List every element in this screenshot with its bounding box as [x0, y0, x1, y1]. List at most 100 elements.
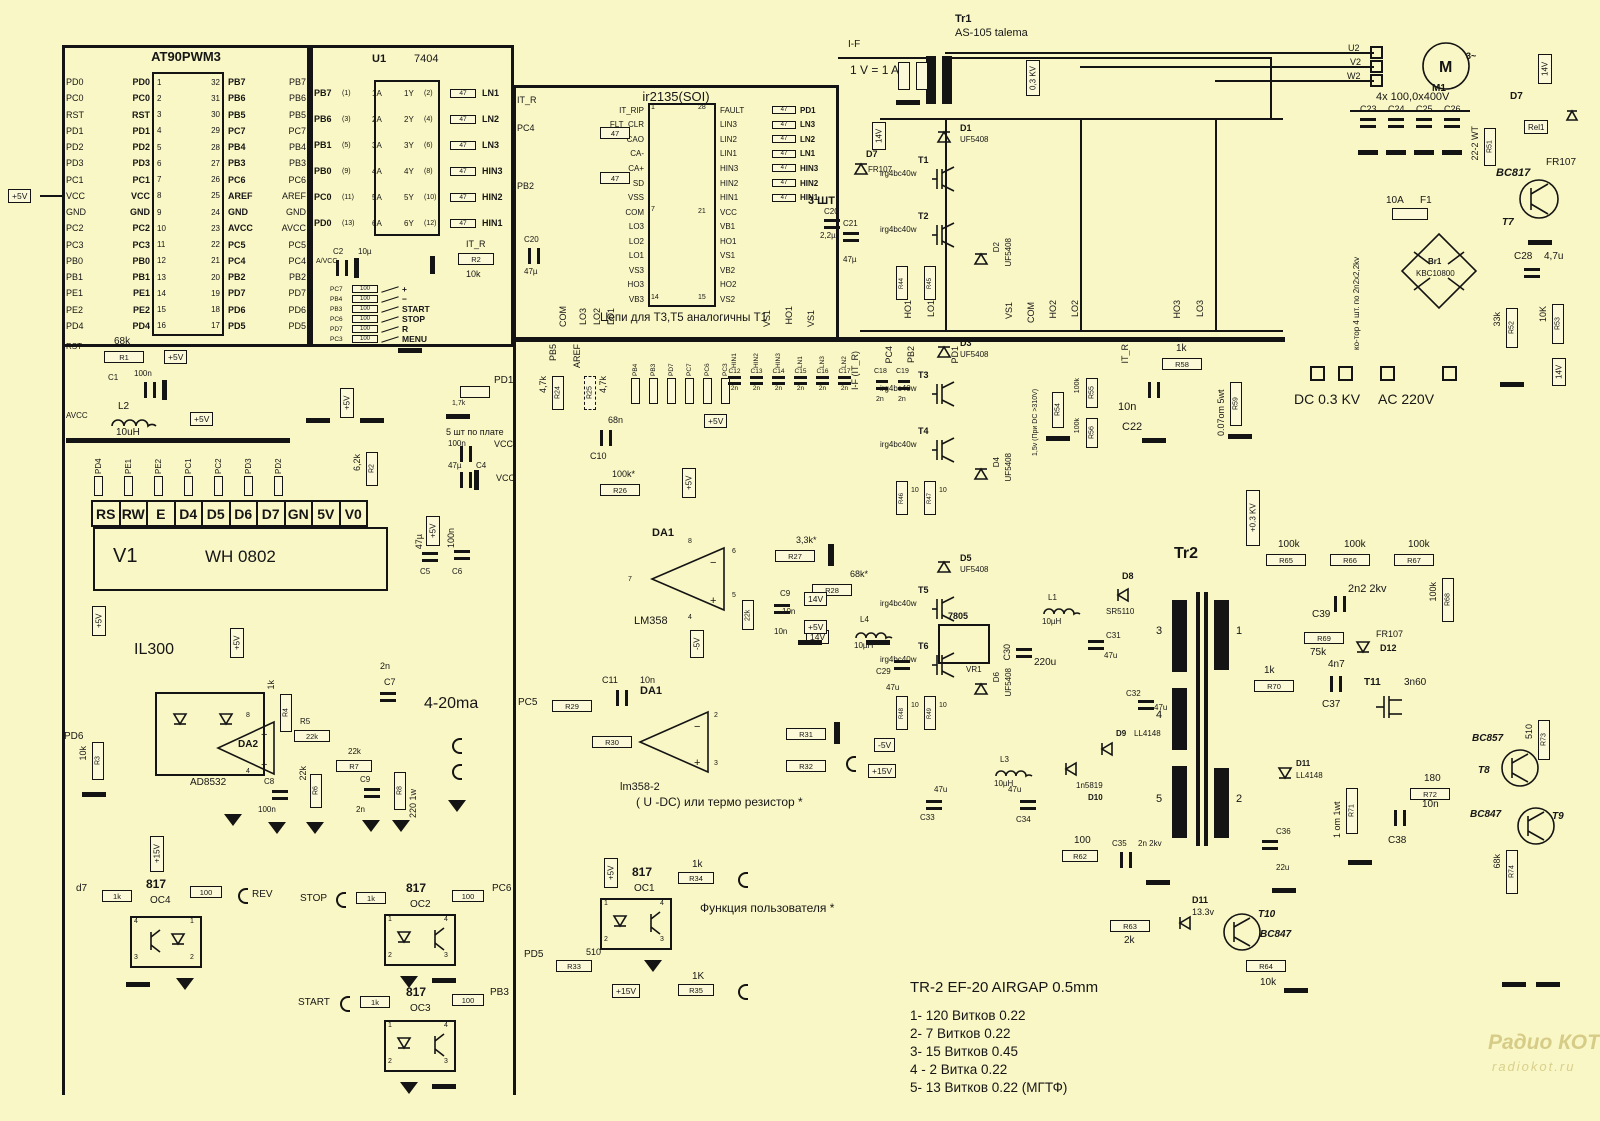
- oc1-body: [600, 898, 672, 950]
- relay-rel1: Rel1: [1524, 120, 1549, 134]
- key-resistor: 100: [352, 295, 378, 303]
- lcd-pin-cell: RW: [118, 500, 148, 527]
- pd6-label: PD6: [64, 731, 84, 742]
- key-resistor: 100: [352, 325, 378, 333]
- resistor-r67: R67: [1394, 554, 1434, 566]
- mosfet-t11-icon: [1376, 696, 1402, 718]
- gate-y: 6Y: [404, 218, 414, 228]
- cap-value: 2n: [840, 385, 849, 392]
- c4-label: C4: [476, 461, 487, 470]
- filter-caps: HIN1 C12 2n HIN2 C13 2n HIN3 C14 2n LN1 …: [728, 344, 851, 408]
- resistor-r68: R68: [1442, 578, 1454, 622]
- pin-signal: GND: [286, 207, 306, 218]
- c5-value: 47µ: [414, 534, 424, 550]
- pin3: 3: [134, 954, 138, 961]
- pin-signal: PC1: [66, 174, 84, 185]
- led-icon: [396, 931, 412, 944]
- wire-lcd-bus: [66, 438, 290, 443]
- gate-input: PB7: [314, 88, 332, 98]
- resistor-22k: 22k: [742, 600, 754, 630]
- pd1-label: PD1: [494, 375, 514, 386]
- vr-part: 7805: [948, 611, 969, 621]
- pin-number: 20: [211, 272, 220, 282]
- ground: [1502, 982, 1526, 987]
- terminal: [1442, 366, 1457, 381]
- board-caps-note: 5 шт по плате: [446, 427, 504, 437]
- pin-row: CA-: [552, 147, 644, 162]
- ground-triangle: [392, 820, 410, 832]
- zener-value: 13.3v: [1192, 907, 1215, 917]
- pin-number: 27: [211, 158, 220, 168]
- capacitor-c19: [898, 380, 910, 390]
- igbt-part: irg4bc40w: [880, 440, 917, 449]
- c6-value: 100n: [446, 528, 456, 549]
- cap-signal: LN1: [797, 356, 804, 368]
- pin-signal: PE1: [132, 288, 150, 299]
- gate-input: PB0: [314, 166, 332, 176]
- pin2: 2: [388, 1058, 392, 1065]
- plus5v-tag: +5V: [230, 628, 244, 658]
- gate-output-pin: (12): [424, 219, 437, 227]
- cap-value: 2n: [818, 385, 827, 392]
- t9-ref: T9: [1552, 811, 1564, 822]
- pin-number: 16: [157, 321, 166, 331]
- pin-signal: PC6: [288, 174, 306, 185]
- pin-signal: PC4: [288, 255, 306, 266]
- winding-spec: 2- 7 Витков 0.22: [910, 1026, 1011, 1041]
- c21-value: 47µ: [843, 255, 857, 264]
- plus5v-tag: +5V: [164, 350, 188, 364]
- oc3-input: START: [298, 997, 330, 1008]
- r25-value: 4,7k: [598, 376, 608, 394]
- cap-signal: HIN2: [753, 353, 760, 368]
- lcd-pin-cell: RS: [91, 500, 121, 527]
- pin-number: 21: [211, 256, 220, 266]
- t8-ref: T8: [1478, 765, 1490, 776]
- pin-signal: PC5: [288, 239, 306, 250]
- pin-signal: PC0: [132, 93, 150, 104]
- key-signal: PC7: [330, 285, 343, 293]
- itr-label: IT_R: [466, 239, 486, 249]
- pin-row: HO1: [720, 234, 770, 249]
- ho1-label: HO1: [903, 300, 913, 319]
- gate-input-pin: (1): [342, 89, 351, 97]
- pin-row: VCC: [720, 205, 770, 220]
- pin-row: VB1: [720, 219, 770, 234]
- pin-signal: CA+: [628, 163, 644, 173]
- driver-note: Цепи для Т3,Т5 аналогичны Т1: [600, 312, 768, 324]
- motor-icon: M: [1422, 42, 1470, 90]
- pin2: 2: [604, 936, 608, 943]
- u1-outputs: 47 LN1 47 LN2 47 LN3 47 HIN3 47 HIN2 47 …: [450, 80, 503, 236]
- r73-value: 510: [1524, 724, 1534, 740]
- ground: [1228, 434, 1252, 439]
- pin-signal: PB7: [228, 77, 246, 88]
- series-resistor: 47: [450, 192, 476, 202]
- series-resistor: 47: [450, 218, 476, 228]
- c32-value: 47u: [1154, 703, 1168, 712]
- pin4: 4: [444, 916, 448, 923]
- signal-label: PD4: [94, 458, 103, 474]
- gate-output-pin: (4): [424, 115, 433, 123]
- r28-value: 68k*: [850, 569, 869, 579]
- r34-value: 1k: [692, 859, 703, 870]
- cap-ref: C24: [1388, 104, 1405, 114]
- gate-input: PB6: [314, 114, 332, 124]
- gate-input-pin: (11): [342, 193, 354, 201]
- pin-signal: GND: [66, 207, 86, 218]
- svg-text:−: −: [261, 729, 267, 741]
- l1-value: 10µH: [1042, 617, 1062, 626]
- pin-signal: HO2: [720, 280, 737, 290]
- wire: [952, 57, 1272, 59]
- winding-spec: 1- 120 Витков 0.22: [910, 1008, 1026, 1023]
- r66-value: 100k: [1344, 539, 1366, 550]
- resistor-r2-lcd: R2: [366, 452, 378, 486]
- winding3-label: 3: [1156, 625, 1163, 637]
- c19-value: 2n: [898, 396, 906, 403]
- pin-signal: VS3: [628, 265, 644, 275]
- pin1: 1: [388, 1022, 392, 1029]
- pin-signal: HIN2: [720, 178, 739, 188]
- resistor-r74: R74: [1506, 850, 1518, 894]
- diode-top-icon: [936, 560, 952, 573]
- pin-signal: PB2: [228, 272, 246, 283]
